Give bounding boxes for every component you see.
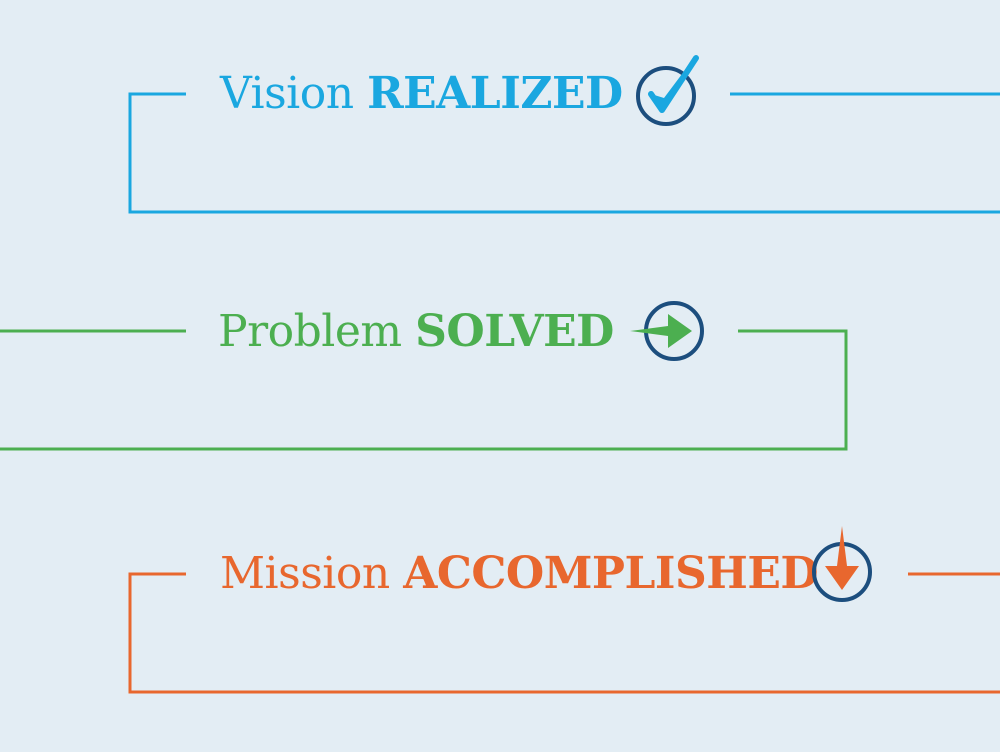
accomplished-word: ACCOMPLISHED	[403, 548, 819, 599]
arrow-right-icon	[630, 301, 704, 361]
problem-word: Problem	[218, 306, 402, 357]
mission-accomplished-heading: Mission ACCOMPLISHED	[220, 552, 819, 596]
vision-bracket-left	[128, 92, 1000, 214]
vision-word: Vision	[220, 68, 354, 119]
solved-word: SOLVED	[415, 306, 614, 357]
realized-word: REALIZED	[367, 68, 623, 119]
arrow-down-icon	[812, 526, 872, 602]
problem-solved-heading: Problem SOLVED	[218, 310, 614, 354]
problem-bracket-right	[0, 329, 848, 451]
checkmark-icon	[636, 55, 699, 126]
vision-realized-heading: Vision REALIZED	[220, 72, 623, 116]
mission-word: Mission	[220, 548, 390, 599]
mission-bracket-left	[128, 572, 1000, 694]
